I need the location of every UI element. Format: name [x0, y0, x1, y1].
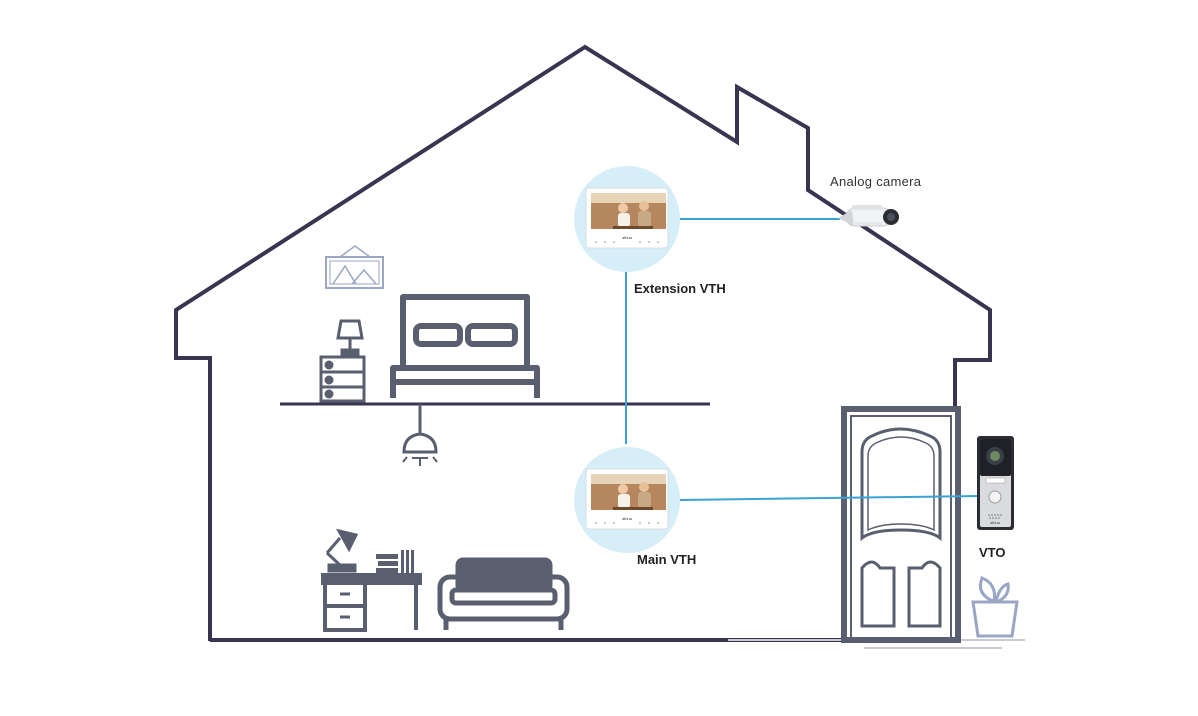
picture-frame-icon — [325, 245, 384, 289]
desk-lamp-icon — [325, 528, 359, 573]
door-icon — [841, 406, 961, 643]
camera-icon — [838, 205, 899, 227]
main-vth-label: Main VTH — [637, 552, 697, 567]
main-vth-brand: alhua — [622, 516, 633, 521]
vto-brand: alhua — [990, 520, 1001, 525]
vto-icon: alhua — [977, 436, 1014, 530]
extension-vth-brand: alhua — [622, 235, 633, 240]
extension-vth-device: alhua — [574, 166, 680, 272]
bed-icon — [390, 294, 540, 398]
house-outline — [174, 44, 992, 641]
vto-label: VTO — [979, 545, 1006, 560]
nightstand-icon — [319, 355, 366, 403]
analog-camera-label: Analog camera — [830, 174, 922, 189]
extension-vth-label: Extension VTH — [634, 281, 726, 296]
books-icon — [376, 550, 414, 573]
sofa-icon — [437, 557, 570, 630]
desk-icon — [321, 573, 422, 632]
line-main-to-vto — [679, 495, 979, 501]
main-vth-device: alhua — [574, 447, 680, 553]
ceiling-lamp-icon — [402, 404, 438, 466]
connection-lines — [625, 218, 979, 501]
lamp-icon — [336, 319, 364, 357]
plant-icon — [971, 576, 1019, 638]
